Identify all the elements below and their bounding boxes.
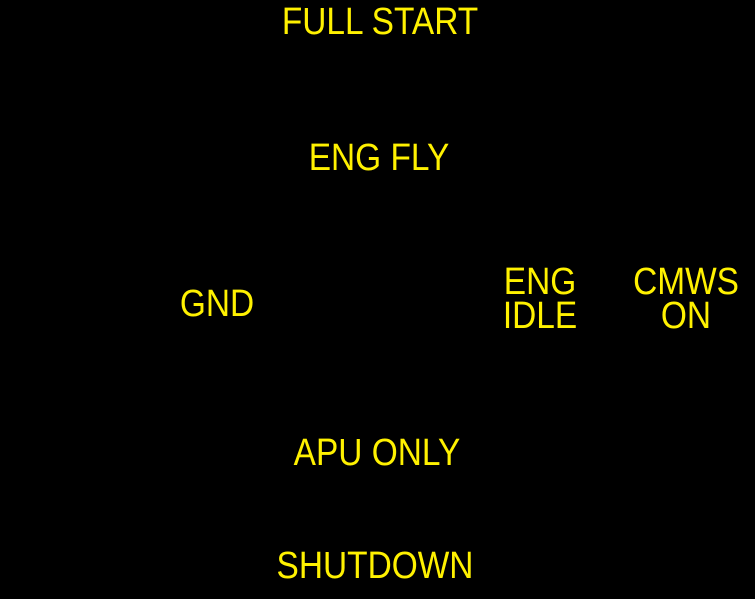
- label-gnd: GND: [179, 283, 255, 325]
- label-cmws-on-line1: CMWS: [633, 261, 739, 303]
- label-cmws-on: CMWS ON: [633, 261, 739, 337]
- label-shutdown: SHUTDOWN: [276, 545, 474, 587]
- label-cmws-on-line2: ON: [660, 295, 712, 337]
- label-apu-only: APU ONLY: [293, 432, 461, 474]
- label-full-start: FULL START: [281, 1, 479, 43]
- label-eng-idle-line1: ENG: [503, 261, 577, 303]
- label-eng-idle: ENG IDLE: [502, 261, 578, 337]
- label-eng-idle-line2: IDLE: [502, 295, 578, 337]
- label-eng-fly: ENG FLY: [308, 137, 450, 179]
